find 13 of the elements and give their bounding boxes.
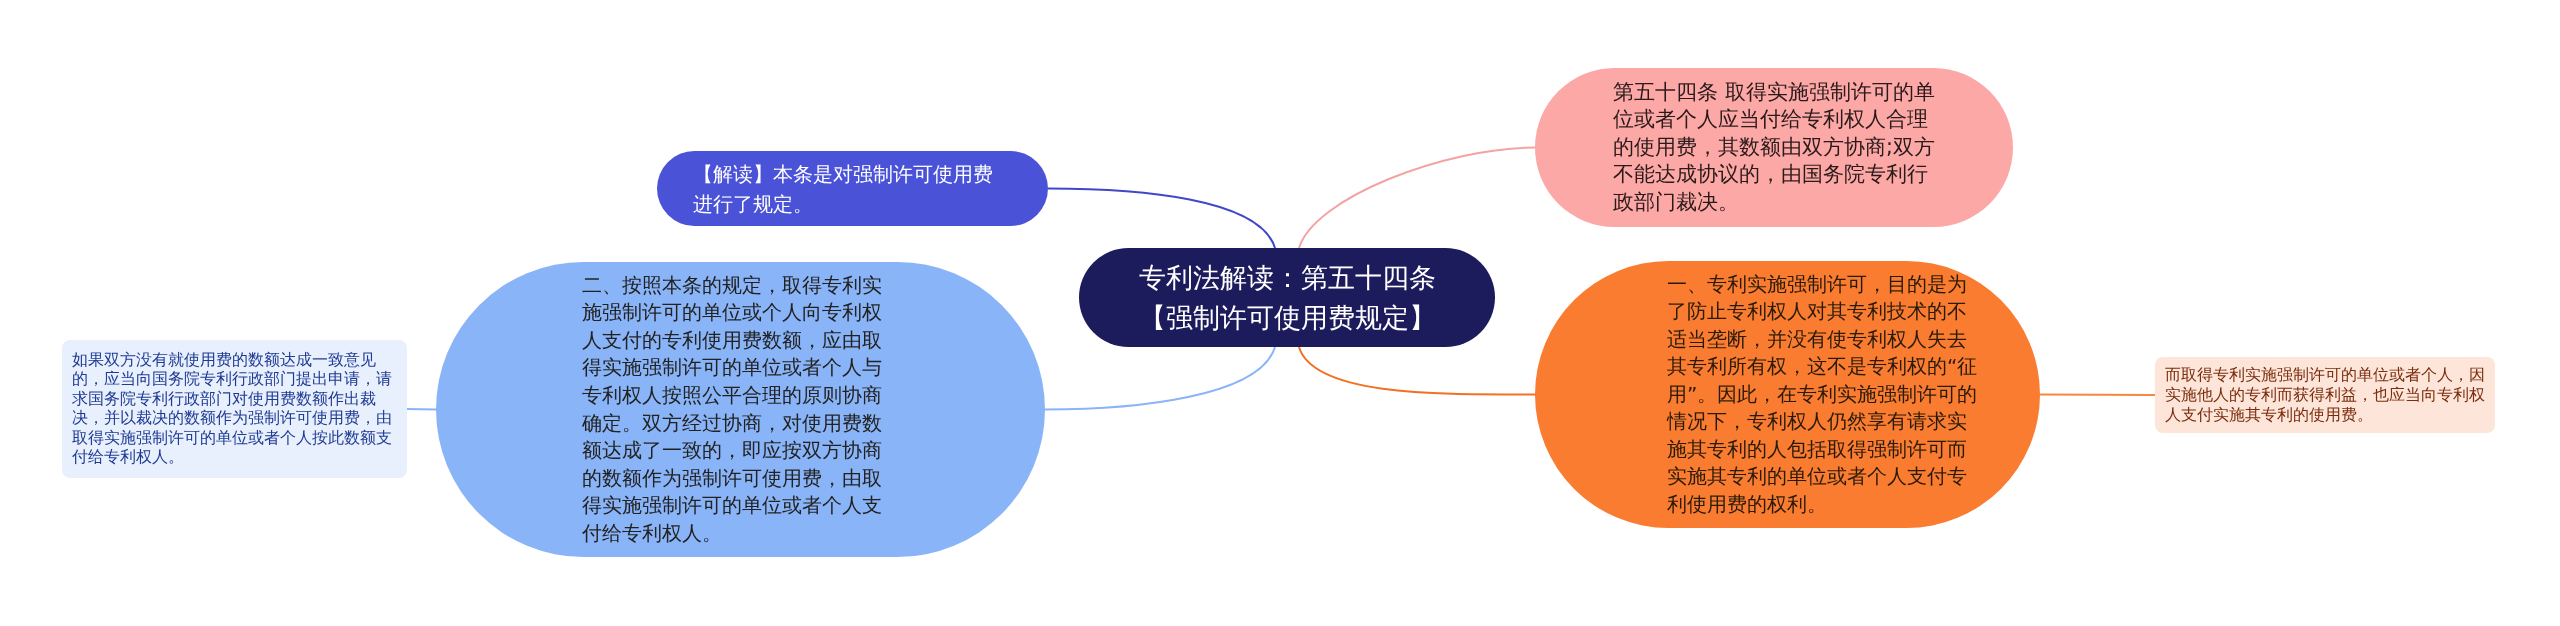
connector-line xyxy=(1047,187,1276,249)
topic-pill: 【解读】本条是对强制许可使用费进行了规定。 xyxy=(657,151,1048,226)
note-card: 如果双方没有就使用费的数额达成一致意见的，应当向国务院专利行政部门提出申请，请求国务院专利行政部门对使用费数额作出裁决，并以裁决的数额作为强制许可使用费，由取得实施强制许可的单位或者个人按此数额支付给专利权人。 xyxy=(62,340,407,478)
topic-pill: 二、按照本条的规定，取得专利实施强制许可的单位或个人向专利权人支付的专利使用费数额，应由取得实施强制许可的单位或者个人与专利权人按照公平合理的原则协商确定。双方经过协商，对使用费数额达成了一致的，即应按双方协商的数额作为强制许可使用费，由取得实施强制许可的单位或者个人支付给专利权人。 xyxy=(436,262,1045,557)
note-card: 而取得专利实施强制许可的单位或者个人，因实施他人的专利而获得利益，也应当向专利权人支付实施其专利的使用费。 xyxy=(2155,357,2495,433)
central-topic: 专利法解读：第五十四条【强制许可使用费规定】 xyxy=(1079,248,1495,347)
topic-pill: 第五十四条 取得实施强制许可的单位或者个人应当付给专利权人合理的使用费，其数额由双方协商;双方不能达成协议的，由国务院专利行政部门裁决。 xyxy=(1535,68,2013,227)
connector-line xyxy=(2039,393,2156,396)
topic-pill: 一、专利实施强制许可，目的是为了防止专利权人对其专利技术的不适当垄断，并没有使专利权人失去其专利所有权，这不是专利权的“征用”。因此，在专利实施强制许可的情况下，专利权人仍然享有请求实施其专利的人包括取得强制许可而实施其专利的单位或者个人支付专利使用费的权利。 xyxy=(1535,261,2040,528)
connector-line xyxy=(1298,146,1536,249)
connector-line xyxy=(1044,346,1276,411)
connector-line xyxy=(406,408,437,411)
connector-line xyxy=(1298,346,1536,396)
